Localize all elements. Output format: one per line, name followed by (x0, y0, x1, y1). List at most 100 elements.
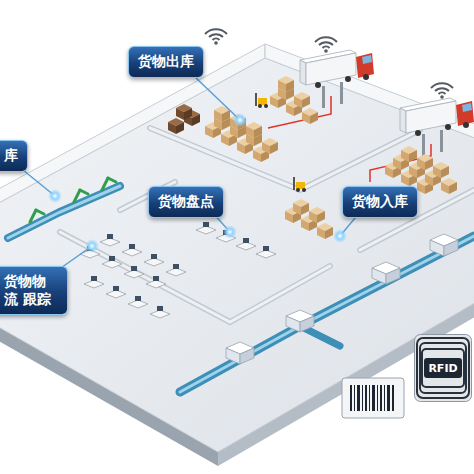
office-desk (80, 222, 276, 318)
robot-arm (80, 190, 88, 194)
crate-stack (246, 122, 262, 138)
office-desk (128, 296, 148, 308)
truck (462, 103, 472, 112)
truck (363, 74, 369, 80)
truck (315, 82, 321, 88)
tag-body (415, 335, 472, 402)
wifi-icon (205, 29, 227, 45)
office-desk (166, 264, 186, 276)
office-desk (236, 238, 256, 250)
crate-stack (317, 223, 333, 239)
office-desk (146, 276, 166, 288)
sorting-machine (286, 310, 314, 332)
truck (362, 55, 372, 64)
back-wall (0, 44, 265, 205)
sorting-machine (372, 262, 400, 284)
crate-stack (294, 92, 310, 108)
barcode-icon (387, 385, 390, 411)
crate-stack (302, 108, 318, 124)
target-dot (48, 113, 347, 253)
back-wall (265, 44, 474, 140)
barcode-icon (392, 385, 394, 411)
crate-stack (293, 199, 309, 215)
crate-stack (433, 162, 449, 178)
truck (415, 130, 421, 136)
crate-stack (441, 178, 457, 194)
interior-wall (150, 128, 420, 190)
barcode-icon (369, 385, 370, 411)
barcode-icon (377, 385, 378, 411)
barcode-icon (342, 378, 404, 418)
office-desk (144, 254, 164, 266)
target-dot (48, 189, 62, 203)
callout-text: 货物物流 跟踪 (4, 273, 58, 308)
barcode-icon (354, 385, 355, 411)
crate-stack (230, 114, 246, 130)
callout-box: 库 (0, 140, 28, 172)
floor-plate (0, 58, 474, 452)
wifi-icon (315, 37, 337, 53)
callout-box: 货物入库 (342, 186, 418, 218)
crate-stack (401, 146, 417, 162)
leader-line (18, 78, 360, 270)
rfid-gate (340, 82, 343, 104)
rfid-gate (322, 82, 443, 156)
rfid-gate (440, 130, 443, 152)
antenna-ring (417, 338, 469, 398)
tracking-line (268, 96, 431, 182)
barcode-icon (350, 385, 394, 411)
conveyor (180, 236, 474, 392)
robot-arm (108, 178, 116, 182)
conveyor (8, 186, 120, 238)
tag-chip (424, 358, 462, 378)
leader-line (196, 78, 240, 120)
office-desk (256, 246, 276, 258)
robot-arm (102, 178, 108, 190)
barcode-icon (342, 378, 404, 418)
callout-text: 货物出库 (138, 53, 194, 71)
forklift (293, 177, 306, 192)
callout-text: RFID (428, 363, 457, 374)
office-desk (106, 286, 126, 298)
sorting-machine (430, 234, 458, 256)
office-desk (196, 222, 216, 234)
rfid-tag: RFID (414, 334, 472, 402)
wifi-icon (431, 83, 453, 99)
barcode-icon (384, 385, 385, 411)
barcode-icon (350, 385, 352, 411)
barcode-icon (357, 385, 360, 411)
robot-arm (36, 210, 44, 214)
office-desk (84, 276, 104, 288)
office-desk (100, 234, 120, 246)
antenna-ring (420, 343, 466, 393)
callout-box: 货物盘点 (148, 186, 224, 218)
truck (345, 76, 351, 82)
barcode-icon (365, 385, 367, 411)
wifi-icon (205, 29, 453, 99)
barcode-icon (372, 385, 375, 411)
crate-stack (417, 154, 433, 170)
interior-wall (60, 232, 330, 322)
truck (306, 53, 356, 85)
target-dot (233, 113, 247, 127)
conveyor (8, 186, 120, 238)
callout-text: 货物入库 (352, 193, 408, 211)
robot-arm (30, 178, 116, 222)
robot-arm (30, 210, 36, 222)
sorting-machine (226, 342, 254, 364)
target-dot (333, 229, 347, 243)
office-desk (124, 266, 144, 278)
truck (400, 108, 406, 133)
callout-box: 货物物流 跟踪 (0, 266, 68, 315)
callout-text: 货物盘点 (158, 193, 214, 211)
truck (300, 60, 306, 85)
crate-stack (262, 138, 278, 154)
forklift (255, 93, 268, 108)
crate-stack (278, 76, 294, 92)
office-desk (150, 306, 170, 318)
target-dot (223, 225, 237, 239)
